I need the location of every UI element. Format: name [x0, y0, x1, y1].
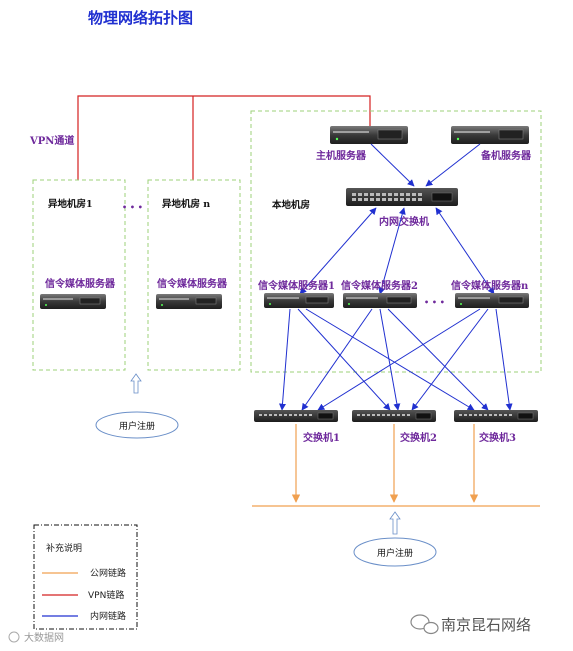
legend: 补充说明 公网链路 VPN链路 内网链路 — [33, 524, 138, 630]
server-icon — [40, 294, 106, 309]
up-arrow-icon — [130, 373, 142, 394]
watermark-brand-text: 南京昆石网络 — [441, 616, 531, 634]
remote-room-ellipsis: • • • — [122, 203, 143, 212]
switch-icon — [346, 188, 458, 206]
vpn-link — [77, 95, 371, 180]
media-server-n-label: 信令媒体服务器n — [451, 279, 529, 292]
user-register-left: 用户注册 — [95, 373, 179, 439]
remote-room-n-box — [147, 179, 241, 371]
diagram-title: 物理网络拓扑图 — [88, 9, 193, 27]
media-server-ellipsis: • • • — [424, 298, 445, 307]
watermark-small: 大数据网 — [8, 631, 64, 644]
legend-label-public: 公网链路 — [90, 567, 126, 579]
main-server-label: 主机服务器 — [316, 149, 367, 162]
up-arrow-icon — [389, 511, 401, 535]
server-icon — [451, 126, 529, 144]
vpn-links — [77, 95, 371, 180]
switch-2-label: 交换机2 — [400, 431, 437, 444]
intranet-link — [370, 143, 415, 187]
watermark-brand: 南京昆石网络 — [410, 614, 531, 635]
intranet-link — [279, 308, 291, 411]
remote-server-1-label: 信令媒体服务器 — [45, 277, 116, 290]
remote-room-n-label: 异地机房 n — [162, 198, 210, 210]
remote-room-1-box — [32, 179, 126, 371]
switch-3-label: 交换机3 — [479, 431, 516, 444]
switch-1-label: 交换机1 — [303, 431, 340, 444]
remote-server-n-label: 信令媒体服务器 — [157, 277, 228, 290]
user-register-bottom: 用户注册 — [353, 511, 437, 567]
intranet-link — [411, 308, 489, 411]
intranet-link — [425, 143, 481, 187]
switch-icon — [454, 410, 538, 422]
intranet-link — [297, 308, 391, 411]
intranet-link — [435, 207, 495, 295]
watermark-small-text: 大数据网 — [24, 631, 64, 644]
switch-icon — [352, 410, 436, 422]
user-register-bottom-label: 用户注册 — [377, 547, 413, 559]
intranet-link — [379, 308, 401, 411]
intranet-link — [495, 308, 513, 411]
intranet-links-core — [299, 143, 495, 295]
media-server-2-label: 信令媒体服务器2 — [341, 279, 418, 292]
intranet-link — [305, 308, 475, 411]
legend-label-intranet: 内网链路 — [90, 610, 126, 622]
legend-box — [33, 524, 138, 630]
weibo-icon — [8, 631, 20, 643]
local-room-label: 本地机房 — [272, 199, 310, 211]
legend-title: 补充说明 — [46, 542, 82, 554]
wechat-icon — [410, 614, 439, 635]
public-links — [252, 424, 540, 507]
media-server-1-label: 信令媒体服务器1 — [258, 279, 335, 292]
intranet-link — [317, 308, 481, 411]
switch-icon — [254, 410, 338, 422]
intranet-links-access — [279, 308, 513, 411]
user-register-left-label: 用户注册 — [119, 420, 155, 432]
local-room-box — [250, 110, 542, 373]
core-switch-label: 内网交换机 — [379, 215, 429, 228]
vpn-label: VPN通道 — [29, 134, 74, 147]
remote-room-1-label: 异地机房1 — [48, 198, 93, 210]
server-icon — [264, 293, 334, 308]
server-icon — [343, 293, 417, 308]
intranet-link — [387, 308, 489, 411]
server-icon — [455, 293, 529, 308]
intranet-link — [301, 308, 373, 411]
backup-server-label: 备机服务器 — [480, 149, 532, 162]
server-icon — [330, 126, 408, 144]
server-icon — [156, 294, 222, 309]
legend-label-vpn: VPN链路 — [88, 589, 124, 601]
intranet-link — [378, 207, 406, 295]
intranet-link — [299, 207, 377, 295]
